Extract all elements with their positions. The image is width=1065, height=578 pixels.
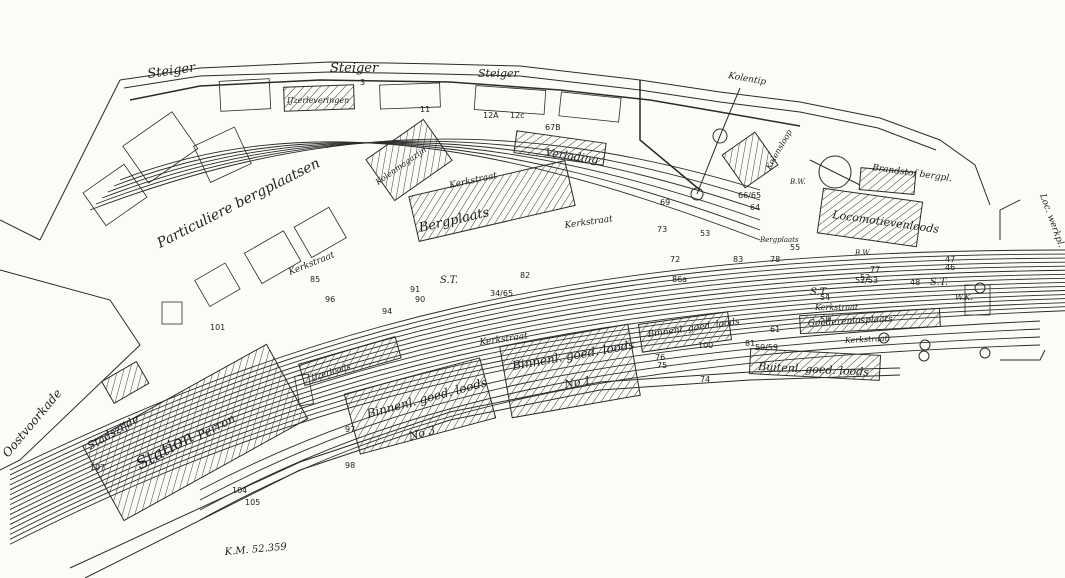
track-number: 52 (860, 273, 870, 282)
track-number: 107 (90, 463, 105, 472)
track-number: 61 (770, 325, 780, 334)
building-bergplaats-1 (408, 159, 576, 243)
building-binnenl-loods-3 (499, 323, 641, 419)
track-number: 3 (360, 78, 365, 87)
label-st-2: S.T. (810, 287, 828, 298)
track-number: 91 (410, 285, 420, 294)
track-number: 85 (310, 275, 320, 284)
label-st-3: S.T. (930, 277, 948, 288)
building-ijzerleveringen (283, 84, 355, 112)
building-kolensloop (721, 131, 779, 189)
buildings (82, 84, 941, 522)
track-number: 12A (483, 111, 499, 120)
label-steiger-3: Steiger (478, 67, 520, 80)
track-number: 52/53 (855, 276, 878, 285)
track-number: 75 (657, 361, 667, 370)
track-number: 94 (382, 307, 392, 316)
track-number: 67B (545, 123, 561, 132)
label-bw-2: B.W. (854, 249, 871, 257)
label-buitenl-loods: Buitenl. goed. loods (757, 360, 870, 379)
track-number: 105 (245, 498, 260, 507)
label-ijzerleveringen: IJzerleveringen (286, 96, 349, 105)
track-number: 77 (870, 265, 880, 274)
building-binnenl-loods-4 (637, 311, 733, 353)
track-number: 59/59 (755, 343, 778, 352)
label-steiger-2: Steiger (330, 61, 379, 76)
track-number: 11 (420, 105, 430, 114)
label-kerkstraat-5: Kerkstraat (844, 334, 889, 345)
label-st-1: S.T. (440, 275, 458, 286)
track-number: 72 (670, 255, 680, 264)
track-line (9, 249, 1065, 471)
building-station (82, 343, 309, 522)
plots (82, 78, 991, 407)
track-number: 104 (232, 486, 247, 495)
quay-edge (129, 79, 801, 191)
track-number: 97 (345, 425, 355, 434)
label-kerkstraat-2: Kerkstraat (563, 214, 614, 231)
track-number: 90 (415, 295, 425, 304)
track-number: 73 (657, 225, 667, 234)
track-number: 101 (210, 323, 225, 332)
building-buitenl-loods (748, 348, 882, 381)
building-kolenmagazijn (365, 118, 453, 202)
turntables (690, 87, 991, 362)
track-number: 81 (745, 339, 755, 348)
label-kolensloop: Kolensloop (763, 128, 794, 172)
track-number: 69 (660, 198, 670, 207)
track-number: 12c (510, 111, 525, 120)
building-verlading (513, 130, 607, 166)
track-number: 54 (820, 293, 830, 302)
track-number: 96 (325, 295, 335, 304)
label-bw-1: B.W. (789, 178, 806, 186)
label-no-1: No 1 (562, 374, 592, 392)
track-number: 47 (945, 255, 955, 264)
track-number: 78 (770, 255, 780, 264)
track-number: 76 (655, 353, 665, 362)
track-number: 46 (945, 263, 955, 272)
building-small-1 (100, 360, 150, 404)
building-binnenl-loods-2 (343, 357, 497, 455)
label-steiger-1: Steiger (146, 60, 197, 82)
label-loc-werkpl: Loc. werkpl. (1037, 192, 1065, 250)
label-kerkstraat-6: Kerkstraat (814, 303, 859, 312)
label-reference: K.M. 52.359 (223, 542, 288, 559)
track-number: 83 (733, 255, 743, 264)
label-wk: W.K. (955, 293, 973, 302)
building-locomotievenloods (816, 187, 924, 248)
track-number: 86a (672, 275, 687, 284)
track-number: 53 (700, 229, 710, 238)
building-goederenlosplaats (799, 307, 941, 335)
building-brandstof (858, 167, 917, 195)
track-number: 66/65 (738, 191, 761, 200)
track-number: 82 (520, 271, 530, 280)
track-number: 74 (700, 375, 710, 384)
track-number: 48 (910, 278, 920, 287)
track-number: 55 (790, 243, 800, 252)
track-number: 34/65 (490, 289, 513, 298)
label-bergplaats-2: Bergplaats (759, 236, 799, 244)
label-goederenlosplaats: Goederenlosplaats (808, 315, 894, 329)
track-number: 100 (698, 341, 713, 350)
track-number: 98 (345, 461, 355, 470)
track-number: 64 (750, 203, 760, 212)
label-kolentip: Kolentip (726, 71, 767, 88)
label-kerkstraat-3: Kerkstraat (286, 250, 336, 278)
track-number: 58 (820, 315, 830, 324)
